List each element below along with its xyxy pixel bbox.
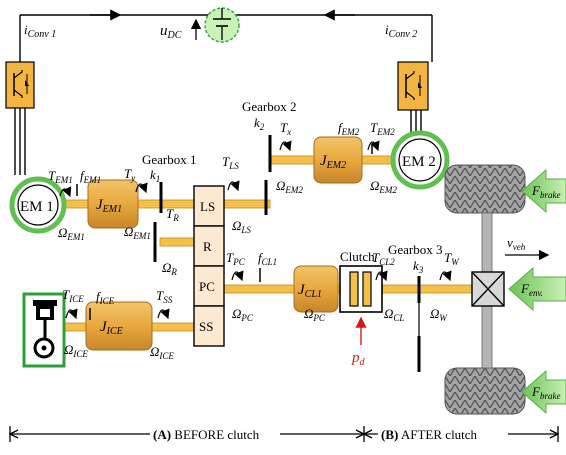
t-ice-label: TICE (62, 287, 84, 304)
t-cl2-label: TCL2 (372, 250, 395, 267)
dc-source (190, 7, 240, 43)
f-em2-label: fEM2 (338, 120, 360, 137)
t-ls-label: TLS (222, 154, 239, 171)
pd-label: pd (351, 350, 366, 368)
omega-ice-left-label: ΩICE (64, 342, 88, 359)
omega-em2-left-label: ΩEM2 (276, 178, 303, 195)
inertia-jice (85, 301, 153, 351)
r-label: R (203, 239, 212, 254)
inertia-jcl1 (293, 265, 339, 313)
t-r-label: TR (166, 206, 179, 223)
j-ice-label: JICE (100, 319, 123, 337)
gearbox1-label: Gearbox 1 (142, 152, 197, 167)
em1-machine (9, 176, 67, 234)
i-conv2-label: iConv 2 (385, 22, 417, 40)
section-a-label: (A) BEFORE clutch (153, 427, 260, 442)
f-cl1-label: fCL1 (258, 250, 277, 267)
clutch-label: Clutch (340, 249, 375, 264)
em1-label: EM 1 (20, 199, 54, 215)
k3-label: k3 (413, 258, 424, 275)
ls-label: LS (200, 199, 215, 214)
force-arrows (508, 168, 566, 415)
j-cl1-label: JCL1 (298, 282, 322, 300)
gearbox2-label: Gearbox 2 (242, 99, 297, 114)
f-env-label: Fenv. (520, 281, 543, 298)
omega-w-label: ΩW (430, 306, 448, 323)
ss-label: SS (199, 319, 213, 334)
omega-ice-right-label: ΩICE (150, 344, 174, 361)
k1-label: k1 (150, 167, 160, 184)
u-dc-label: uDC (160, 23, 182, 41)
gearbox3-label: Gearbox 3 (388, 242, 443, 257)
gearbox1-gears (153, 182, 163, 262)
wheel-assembly (444, 164, 526, 415)
friction-markers (76, 144, 373, 320)
omega-cl-label: ΩCL (384, 306, 404, 323)
t-w-label: TW (444, 250, 460, 267)
f-em1-label: fEM1 (80, 168, 101, 185)
i-conv1-label: iConv 1 (24, 22, 56, 40)
section-b-label: (B) AFTER clutch (381, 427, 478, 442)
omega-em2-right-label: ΩEM2 (370, 178, 397, 195)
omega-em1-right-label: ΩEM1 (124, 224, 151, 241)
omega-pc-left-label: ΩPC (232, 306, 254, 323)
torque-arcs (59, 140, 452, 320)
omega-r-label: ΩR (162, 260, 177, 277)
t-em2-label: TEM2 (370, 120, 395, 137)
clutch-block (339, 265, 383, 345)
f-brake-top-label: Fbrake (531, 183, 560, 200)
j-em1-label: JEM1 (96, 197, 122, 215)
t-ss-label: TSS (156, 288, 173, 305)
t-pc-label: TPC (226, 250, 246, 267)
omega-ls-label: ΩLS (232, 218, 251, 235)
omega-em1-left-label: ΩEM1 (58, 225, 85, 242)
t-x-label: Tx (280, 120, 291, 137)
f-brake-bottom-label: Fbrake (531, 384, 560, 401)
em2-machine (390, 130, 450, 190)
f-ice-label: fICE (96, 289, 115, 306)
v-veh-label: vveh (507, 235, 526, 252)
planetary-gear (193, 185, 225, 347)
inertia-jem2 (313, 136, 363, 184)
converter-1 (5, 61, 35, 175)
t-em1-label: TEM1 (48, 168, 73, 185)
j-em2-label: JEM2 (320, 153, 346, 171)
t-y-label: Ty (124, 166, 135, 183)
omega-pc-right-label: ΩPC (304, 306, 326, 323)
gearbox2-gears (264, 135, 272, 215)
em2-label: EM 2 (402, 154, 436, 170)
pc-label: PC (199, 279, 215, 294)
ice-engine-icon (22, 292, 66, 368)
inertia-jem1 (87, 179, 139, 229)
k2-label: k2 (254, 115, 265, 132)
